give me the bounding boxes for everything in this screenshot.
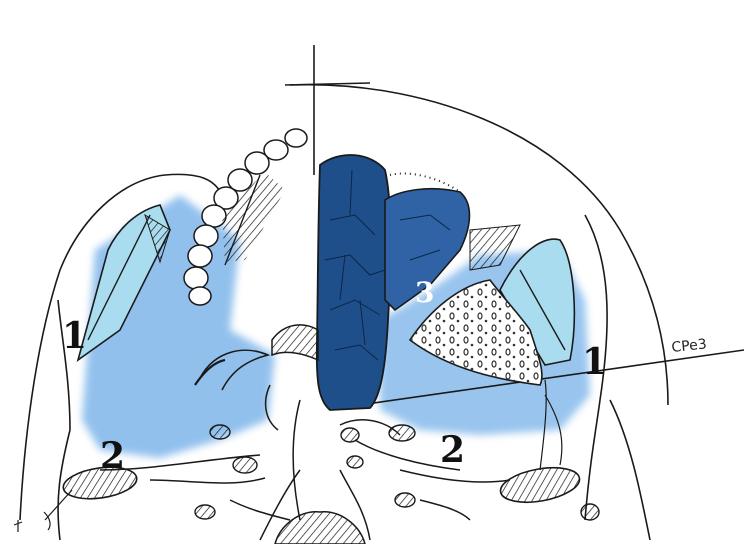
label-orbit-left: 1 xyxy=(62,315,87,357)
label-lesion: 3 xyxy=(415,276,434,309)
label-floor-right: 2 xyxy=(440,429,465,471)
sella-region xyxy=(275,512,365,544)
label-orbit-right: 1 xyxy=(582,341,607,383)
label-floor-left: 2 xyxy=(100,435,125,477)
label-plane-tag: CPe3 xyxy=(671,336,708,356)
condyle-ovals xyxy=(61,462,582,507)
corner-marks xyxy=(14,512,50,532)
